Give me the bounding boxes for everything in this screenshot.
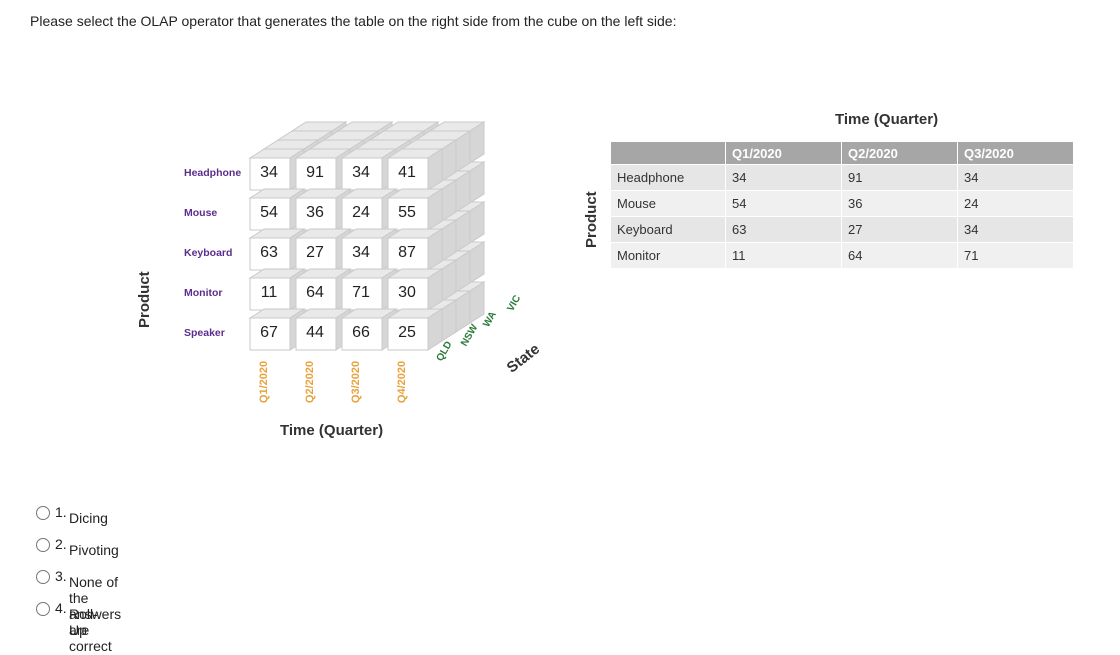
table-header-row: Q1/2020 Q2/2020 Q3/2020 — [610, 141, 1074, 165]
cube-row-label: Speaker — [184, 327, 225, 339]
cube-row-label: Headphone — [184, 167, 242, 179]
cube-cell-value: 44 — [306, 324, 324, 341]
cube-cell-value: 55 — [398, 204, 416, 221]
table-header-q2: Q2/2020 — [841, 141, 958, 165]
option-number: 2. — [55, 536, 67, 552]
cube-row-label: Keyboard — [184, 247, 233, 259]
table-row: Headphone 34 91 34 — [610, 164, 1074, 191]
row-name: Keyboard — [610, 216, 726, 243]
radio-button[interactable] — [36, 538, 50, 552]
cube-row-label: Monitor — [184, 287, 223, 299]
table-time-title: Time (Quarter) — [835, 111, 939, 128]
option-number: 1. — [55, 504, 67, 520]
cube-cell-value: 67 — [260, 324, 278, 341]
question-text: Please select the OLAP operator that gen… — [30, 13, 677, 29]
cube-front-face — [387, 317, 429, 351]
table-header-q1: Q1/2020 — [725, 141, 842, 165]
table-corner-cell — [610, 141, 726, 165]
cube-cell-value: 66 — [352, 324, 370, 341]
cell: 63 — [725, 216, 842, 243]
cube-cell-value: 25 — [398, 324, 416, 341]
cube-front-face — [341, 317, 383, 351]
cube-cell-value: 34 — [352, 244, 370, 261]
cube-cell-value: 63 — [260, 244, 278, 261]
option-label[interactable]: Pivoting — [69, 542, 119, 558]
cube-cell-value: 54 — [260, 204, 278, 221]
option-label[interactable]: Roll-Up — [69, 606, 98, 638]
cube-cell-value: 64 — [306, 284, 324, 301]
table-row: Monitor 11 64 71 — [610, 242, 1074, 269]
table-header-q3: Q3/2020 — [957, 141, 1074, 165]
cube-quarter-label: Q3/2020 — [350, 360, 363, 404]
cell: 24 — [957, 190, 1074, 217]
cube-cell-value: 24 — [352, 204, 370, 221]
cell: 91 — [841, 164, 958, 191]
cube-cell-value: 34 — [352, 164, 370, 181]
cell: 34 — [725, 164, 842, 191]
radio-button[interactable] — [36, 506, 50, 520]
row-name: Monitor — [610, 242, 726, 269]
cube-drawing — [248, 121, 486, 351]
cube-cell-value: 87 — [398, 244, 416, 261]
cube-cell-value: 34 — [260, 164, 278, 181]
cell: 34 — [957, 164, 1074, 191]
cell: 36 — [841, 190, 958, 217]
option-label[interactable]: Dicing — [69, 510, 108, 526]
table-product-axis-label: Product — [583, 191, 600, 248]
cube-cell-value: 91 — [306, 164, 324, 181]
cube-cell-value: 71 — [352, 284, 370, 301]
radio-button[interactable] — [36, 570, 50, 584]
cell: 54 — [725, 190, 842, 217]
result-table: Q1/2020 Q2/2020 Q3/2020 Headphone 34 91 … — [610, 141, 1074, 269]
cube-cell-value: 36 — [306, 204, 324, 221]
option-number: 4. — [55, 600, 67, 616]
cell: 27 — [841, 216, 958, 243]
cube-cell-value: 41 — [398, 164, 416, 181]
row-name: Mouse — [610, 190, 726, 217]
cube-cell-value: 30 — [398, 284, 416, 301]
radio-button[interactable] — [36, 602, 50, 616]
cube-quarter-label: Q1/2020 — [258, 360, 271, 404]
cube-front-face — [295, 317, 337, 351]
cube-quarter-label: Q2/2020 — [304, 360, 317, 404]
cube-row-label: Mouse — [184, 207, 218, 219]
cell: 34 — [957, 216, 1074, 243]
cube-front-face — [249, 317, 291, 351]
table-row: Mouse 54 36 24 — [610, 190, 1074, 217]
cell: 71 — [957, 242, 1074, 269]
cube-cell-value: 11 — [260, 284, 278, 301]
cell: 64 — [841, 242, 958, 269]
cube-cell-value: 27 — [306, 244, 324, 261]
row-name: Headphone — [610, 164, 726, 191]
table-row: Keyboard 63 27 34 — [610, 216, 1074, 243]
option-label[interactable]: None of the answers are correct — [69, 574, 122, 654]
cube-time-axis-label: Time (Quarter) — [280, 422, 384, 439]
cube-quarter-label: Q4/2020 — [396, 360, 409, 404]
cell: 11 — [725, 242, 842, 269]
cube-product-axis-label: Product — [136, 271, 153, 328]
option-number: 3. — [55, 568, 67, 584]
